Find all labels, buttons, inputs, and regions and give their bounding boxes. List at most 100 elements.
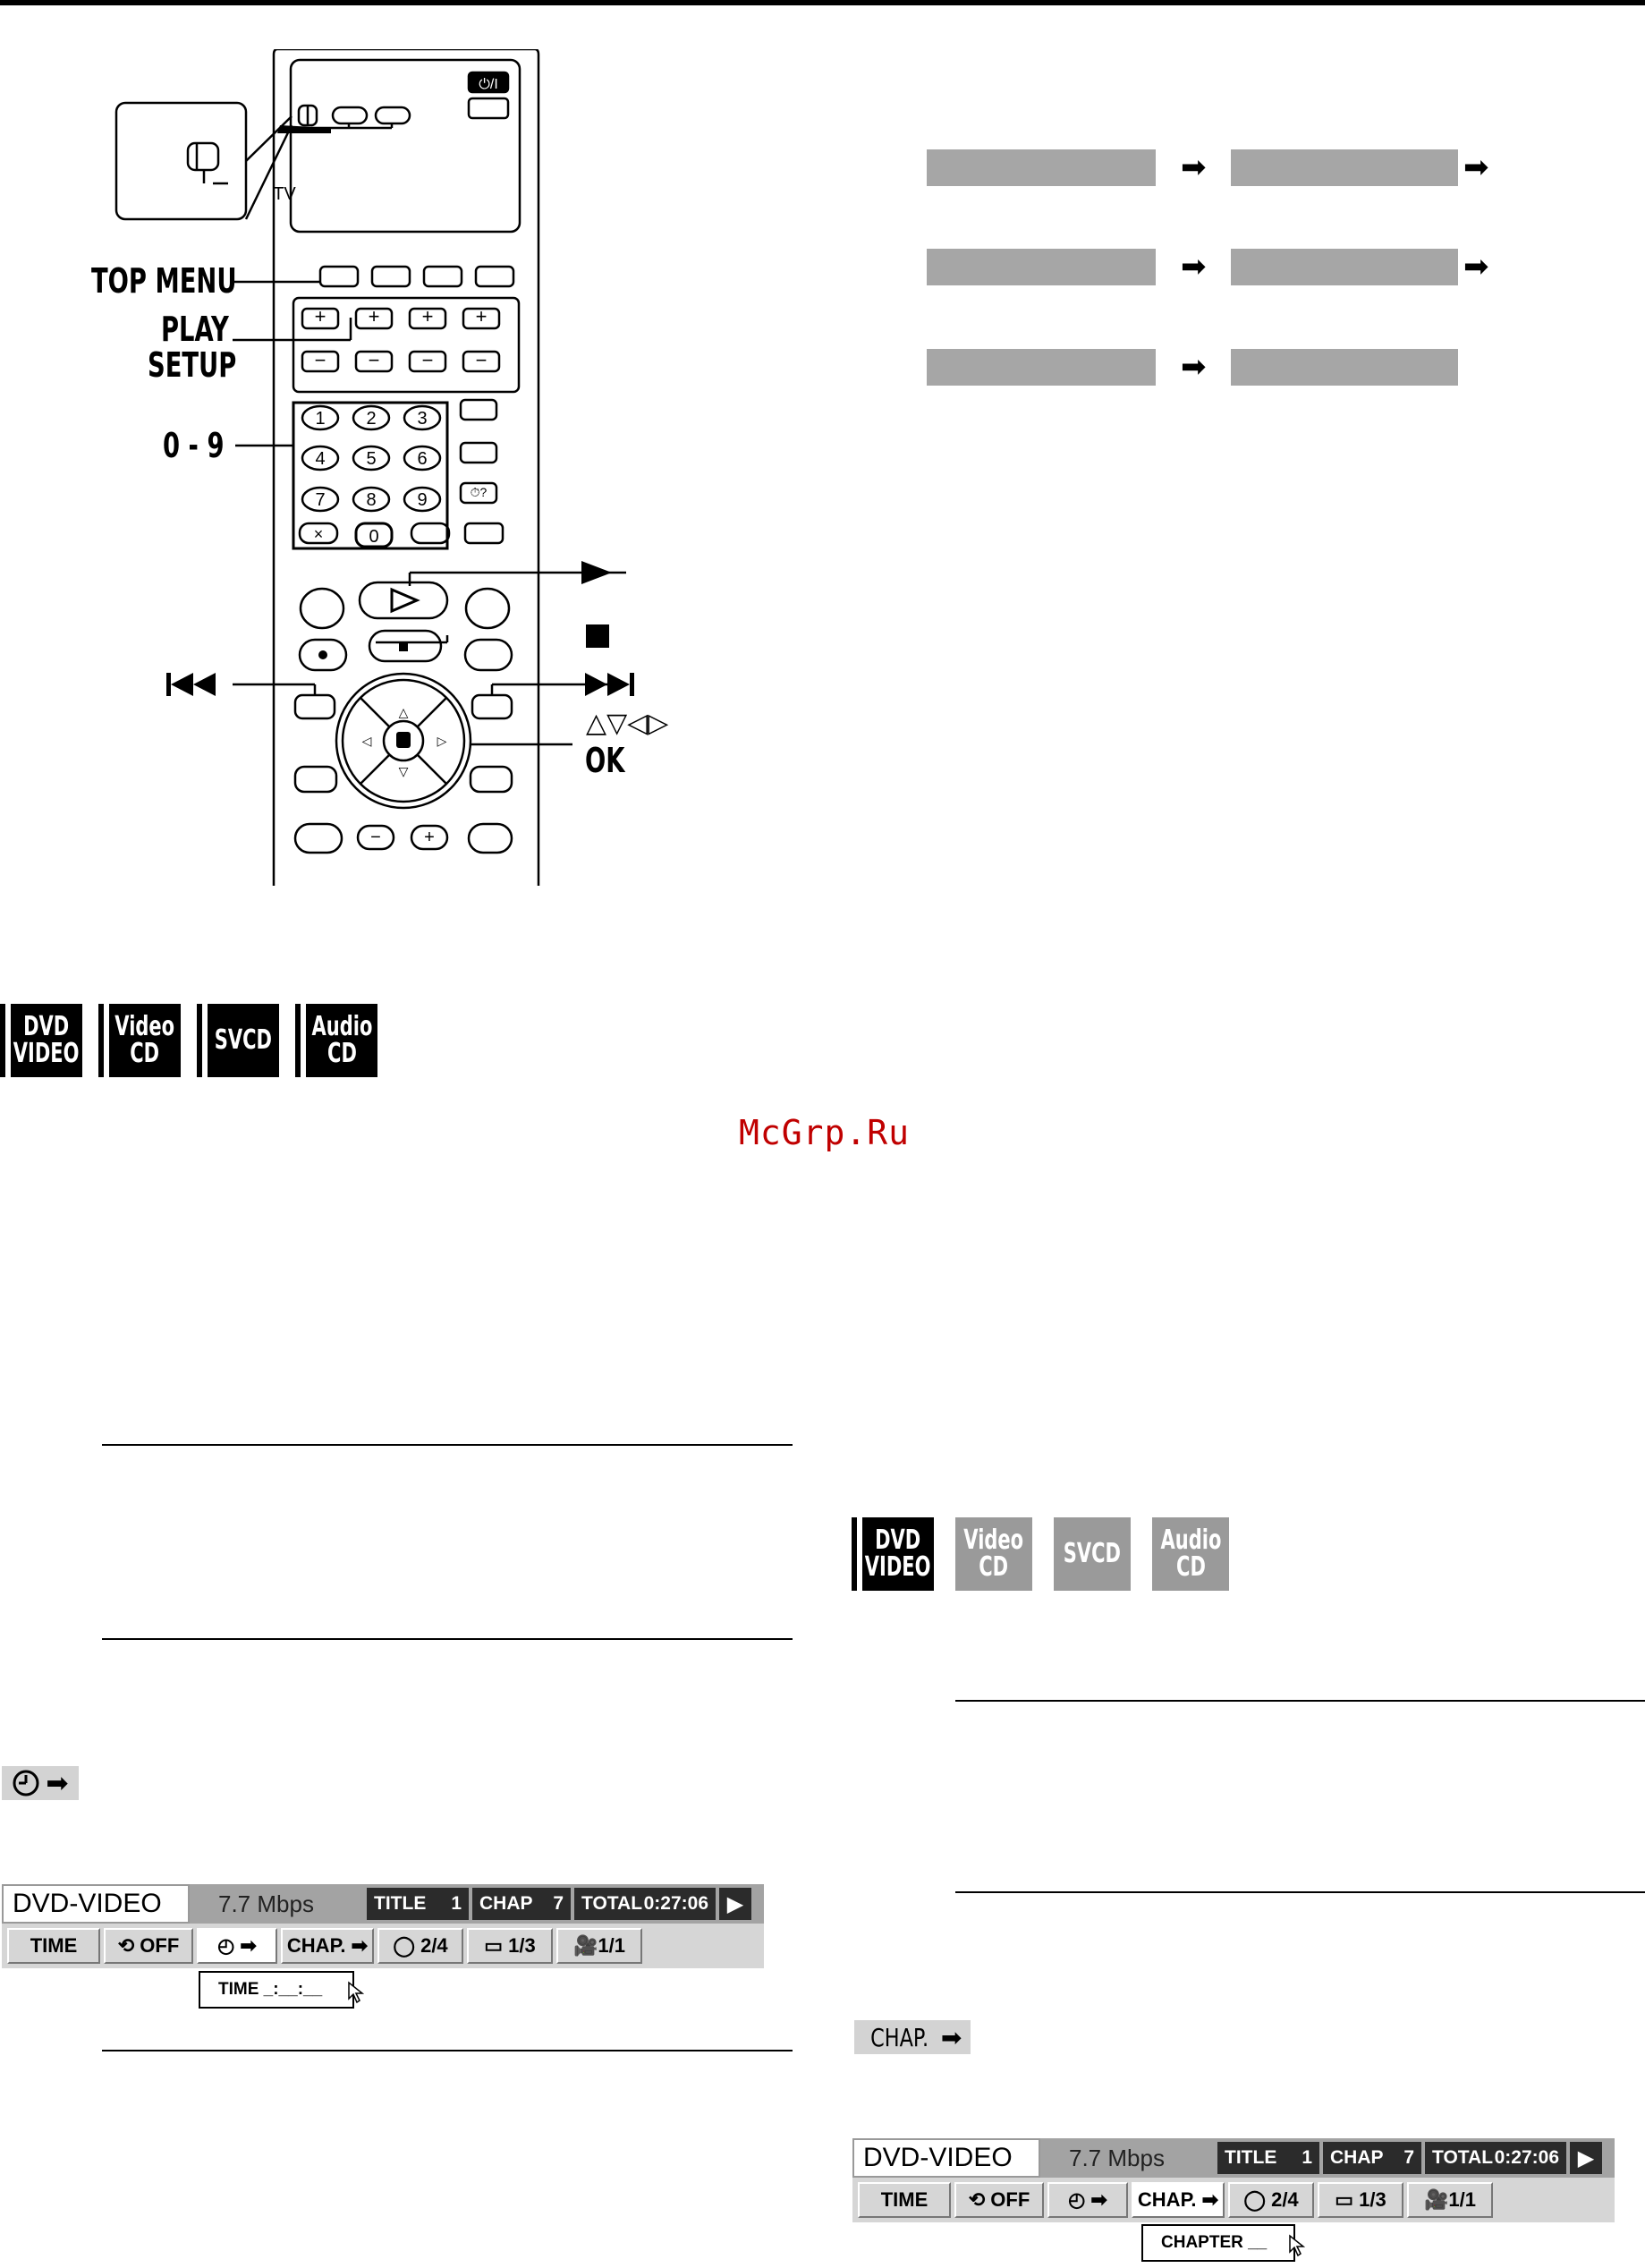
angle-button[interactable]: 🎥1/1 bbox=[556, 1928, 642, 1964]
svg-text:+: + bbox=[424, 828, 435, 847]
stop-icon bbox=[586, 624, 609, 648]
svg-text:−: − bbox=[422, 349, 434, 371]
flow-arrow-icon: ➡ bbox=[1181, 249, 1207, 285]
flow-box-2 bbox=[1231, 149, 1458, 186]
time-search-button[interactable]: ◴ ➡ bbox=[197, 1928, 277, 1964]
disc-type: DVD-VIDEO bbox=[852, 2138, 1040, 2178]
camera-icon: 🎥 bbox=[573, 1934, 598, 1957]
svg-text:8: 8 bbox=[366, 490, 376, 510]
repeat-button[interactable]: ⟲ OFF bbox=[954, 2182, 1044, 2218]
top-menu-label: TOP MENU bbox=[91, 261, 237, 301]
time-entry-popup[interactable]: TIME _:__:__ bbox=[199, 1971, 354, 2009]
bit-rate: 7.7 Mbps bbox=[1069, 2144, 1165, 2171]
svg-text:+: + bbox=[476, 305, 488, 327]
time-button[interactable]: TIME bbox=[7, 1928, 100, 1964]
cursor-icon bbox=[1289, 2234, 1306, 2257]
flow-arrow-icon: ➡ bbox=[1463, 149, 1489, 185]
svg-text:0: 0 bbox=[369, 527, 378, 547]
svg-text:−: − bbox=[370, 828, 381, 847]
chapter-entry-popup[interactable]: CHAPTER __ bbox=[1141, 2224, 1295, 2262]
time-button[interactable]: TIME bbox=[858, 2182, 951, 2218]
subtitle-icon: ▭ bbox=[484, 1934, 504, 1957]
svg-text:⏻/I: ⏻/I bbox=[479, 77, 498, 92]
svg-text:+: + bbox=[315, 305, 326, 327]
skip-back-icon bbox=[166, 673, 216, 696]
audio-button[interactable]: ◯ 2/4 bbox=[1228, 2182, 1314, 2218]
skip-forward-icon bbox=[585, 673, 634, 696]
osd-menu-row: TIME ⟲ OFF ◴ ➡ CHAP. ➡ ◯ 2/4 ▭ 1/3 🎥1/1 bbox=[2, 1924, 764, 1968]
badge-audio-cd: Audio CD bbox=[1152, 1517, 1229, 1591]
audio-button[interactable]: ◯ 2/4 bbox=[377, 1928, 463, 1964]
svg-text:7: 7 bbox=[315, 490, 325, 510]
svg-text:−: − bbox=[476, 349, 488, 371]
svg-text:−: − bbox=[369, 349, 380, 371]
svg-text:▷: ▷ bbox=[437, 734, 447, 748]
play-status-icon: ▶ bbox=[719, 1888, 751, 1920]
clock-arrow-icon: ◴ ➡ bbox=[1068, 2188, 1107, 2211]
svg-text:3: 3 bbox=[417, 409, 427, 429]
chapter-search-button[interactable]: CHAP. ➡ bbox=[1132, 2182, 1225, 2218]
divider bbox=[102, 2050, 793, 2051]
clock-icon bbox=[13, 1770, 39, 1797]
svg-text:△: △ bbox=[399, 705, 409, 719]
svg-text:+: + bbox=[369, 305, 380, 327]
watermark: McGrp.Ru bbox=[739, 1113, 911, 1152]
svg-text:×: × bbox=[314, 525, 324, 543]
svg-text:2: 2 bbox=[366, 409, 376, 429]
arrow-icon: ➡ bbox=[1201, 2188, 1219, 2211]
remote-control-illustration: 1 2 3 4 5 6 7 8 9 0 ⏻/I ⏱? + + + + − − −… bbox=[114, 49, 626, 886]
flow-box-1 bbox=[927, 149, 1156, 186]
flow-arrow-icon: ➡ bbox=[1181, 149, 1207, 185]
divider bbox=[955, 1891, 1645, 1893]
repeat-button[interactable]: ⟲ OFF bbox=[104, 1928, 193, 1964]
svg-text:◁: ◁ bbox=[362, 734, 372, 748]
cursor-icon bbox=[348, 1981, 365, 2004]
subtitle-button[interactable]: ▭ 1/3 bbox=[1318, 2182, 1403, 2218]
play-icon bbox=[581, 561, 612, 584]
angle-button[interactable]: 🎥1/1 bbox=[1407, 2182, 1493, 2218]
disc-type: DVD-VIDEO bbox=[2, 1884, 190, 1924]
time-search-chip: ➡ bbox=[2, 1766, 79, 1800]
svg-text:▽: ▽ bbox=[399, 764, 409, 778]
divider bbox=[102, 1444, 793, 1446]
flow-box-3 bbox=[927, 249, 1156, 285]
arrow-icon: ➡ bbox=[46, 1768, 69, 1798]
clock-arrow-icon: ◴ ➡ bbox=[217, 1934, 257, 1957]
repeat-icon: ⟲ bbox=[968, 2188, 986, 2211]
badge-video-cd: Video CD bbox=[104, 1004, 181, 1077]
play-label: PLAY bbox=[161, 310, 229, 349]
flow-arrow-icon: ➡ bbox=[1463, 249, 1489, 285]
svg-text:+: + bbox=[422, 305, 434, 327]
cursor-keys-label: △▽◁▷ bbox=[586, 708, 669, 739]
badge-video-cd: Video CD bbox=[955, 1517, 1032, 1591]
badge-dvd-video: DVD VIDEO bbox=[5, 1004, 82, 1077]
svg-text:6: 6 bbox=[417, 449, 427, 469]
time-search-button[interactable]: ◴ ➡ bbox=[1047, 2182, 1128, 2218]
chapter-search-button[interactable]: CHAP. ➡ bbox=[281, 1928, 374, 1964]
osd-menu-row: TIME ⟲ OFF ◴ ➡ CHAP. ➡ ◯ 2/4 ▭ 1/3 🎥1/1 bbox=[852, 2178, 1615, 2222]
subtitle-button[interactable]: ▭ 1/3 bbox=[467, 1928, 553, 1964]
flow-box-6 bbox=[1231, 349, 1458, 386]
svg-text:−: − bbox=[315, 349, 326, 371]
svg-text:⏱?: ⏱? bbox=[471, 485, 488, 499]
subtitle-icon: ▭ bbox=[1335, 2188, 1354, 2211]
arrow-icon: ➡ bbox=[351, 1934, 369, 1957]
setup-label: SETUP bbox=[148, 345, 237, 385]
svg-text:TV: TV bbox=[273, 184, 296, 204]
repeat-icon: ⟲ bbox=[117, 1934, 135, 1957]
divider bbox=[955, 1700, 1645, 1702]
svg-text:9: 9 bbox=[417, 490, 427, 510]
chapter-search-chip: CHAP. ➡ bbox=[854, 2020, 971, 2054]
divider bbox=[102, 1638, 793, 1640]
flow-box-4 bbox=[1231, 249, 1458, 285]
